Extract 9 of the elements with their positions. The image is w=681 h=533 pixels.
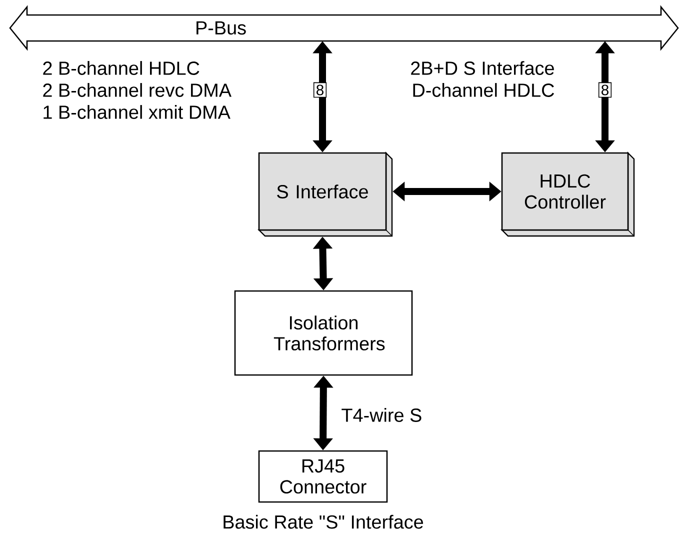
- bus-width-label: 8: [313, 82, 327, 98]
- feature-text: 1 B-channel xmit DMA: [44, 105, 230, 119]
- edge-label: T4-wire S: [342, 408, 422, 422]
- feature-text: 2 B-channel revc DMA: [43, 83, 232, 97]
- process-box: RJ45 Connector: [258, 450, 388, 503]
- bus-width-label: 8: [598, 82, 612, 98]
- feature-text: D-channel HDLC: [413, 83, 554, 97]
- process-box: Isolation Transformers: [234, 290, 413, 376]
- node-label: Basic Rate "S" Interface: [224, 514, 424, 529]
